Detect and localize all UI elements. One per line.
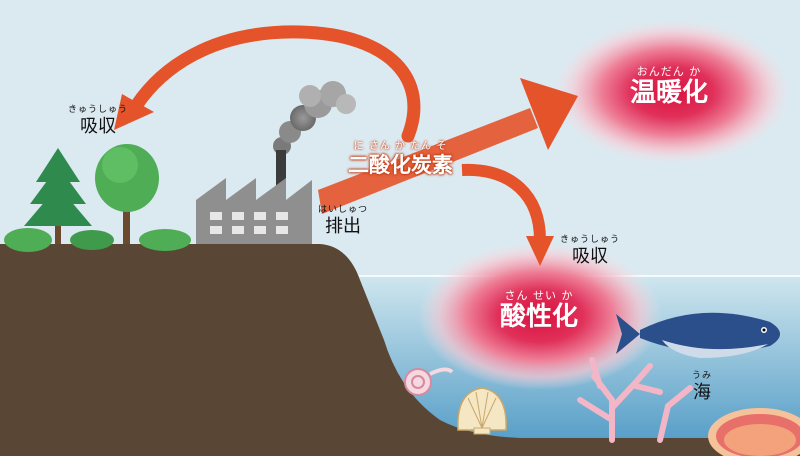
warming-glow — [554, 20, 790, 164]
factory — [196, 150, 312, 244]
bushes — [4, 228, 191, 252]
co2-text: 二酸化炭素 — [348, 153, 453, 177]
pine-tree — [24, 148, 92, 244]
smoke — [273, 81, 356, 155]
warming-ruby: おんだん か — [636, 65, 702, 78]
absorb-land-ruby: きゅうしゅう — [68, 105, 129, 115]
arrow-to-sea — [461, 163, 554, 266]
absorb-land-label: きゅうしゅう 吸収 — [68, 106, 128, 136]
coral-right — [708, 408, 800, 456]
co2-ruby: に さん か たん そ — [353, 141, 448, 152]
round-tree — [95, 144, 159, 244]
acidification-label: さん せい か 酸性化 — [500, 290, 578, 330]
scallop-shell — [457, 387, 507, 435]
sea-text: 海 — [693, 382, 711, 403]
warming-text: 温暖化 — [630, 78, 709, 108]
sea-label: うみ 海 — [692, 372, 712, 402]
absorb-sea-text: 吸収 — [572, 246, 608, 267]
acidification-glow — [418, 242, 662, 390]
co2-label: に さん か たん そ 二酸化炭素 — [348, 142, 453, 176]
snail-shell — [404, 367, 454, 396]
absorb-land-text: 吸収 — [80, 116, 116, 137]
coral — [577, 357, 693, 443]
arrow-to-forest — [114, 25, 421, 143]
ground — [0, 244, 800, 456]
warming-label: おんだん か 温暖化 — [630, 66, 708, 106]
sea-ruby: うみ — [692, 371, 713, 381]
acidification-ruby: さん せい か — [504, 289, 574, 302]
acidification-text: 酸性化 — [500, 302, 579, 332]
absorb-sea-label: きゅうしゅう 吸収 — [560, 236, 620, 266]
emission-text: 排出 — [325, 216, 361, 237]
fish — [616, 312, 780, 358]
emission-ruby: はいしゅつ — [318, 205, 369, 215]
absorb-sea-ruby: きゅうしゅう — [560, 235, 621, 245]
emission-label: はいしゅつ 排出 — [318, 206, 368, 236]
arrow-to-warming — [318, 78, 578, 214]
